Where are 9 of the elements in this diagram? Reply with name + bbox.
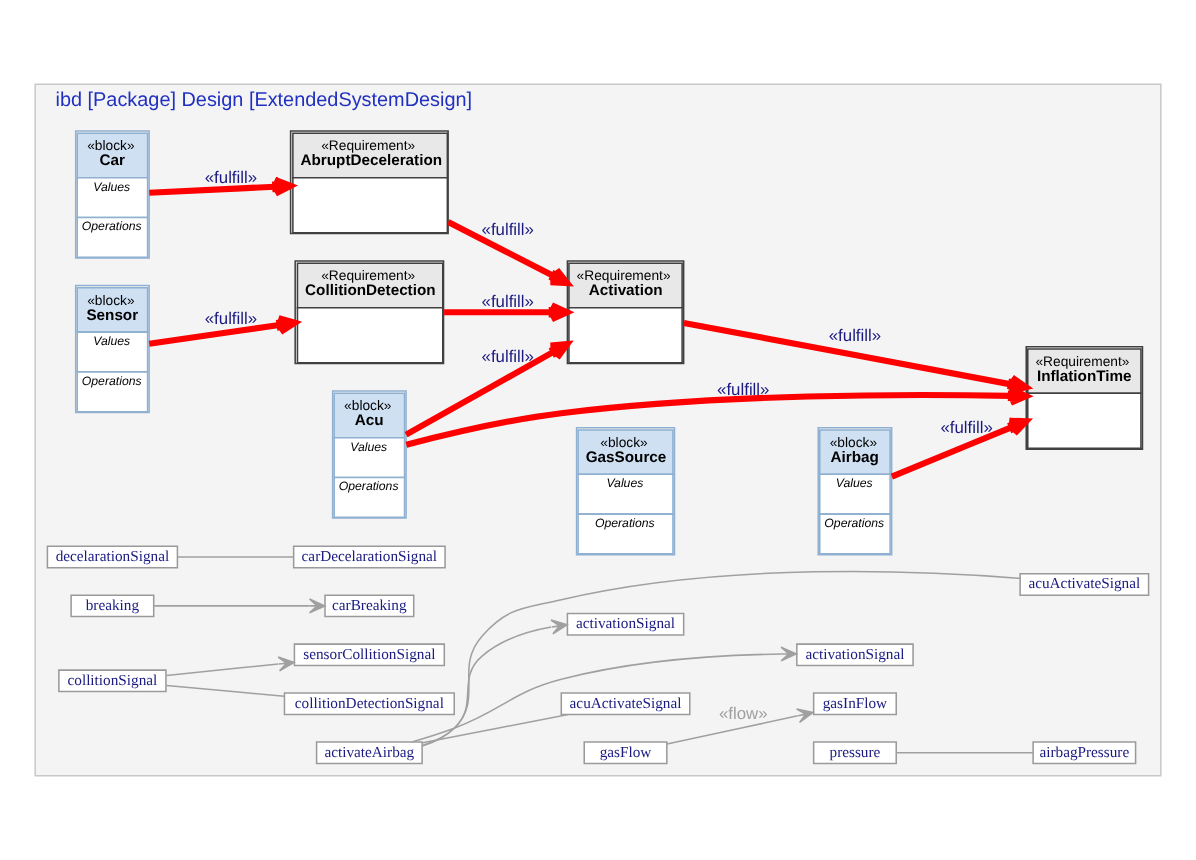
edge-label: «flow» [718,702,768,723]
edge-label: «fulfill» [481,346,534,367]
edge-label: «fulfill» [828,324,882,345]
edge-label: «fulfill» [204,308,258,329]
edge-label: «fulfill» [481,219,534,240]
edge-label: «fulfill» [717,378,770,399]
edge-label: «fulfill» [204,167,258,188]
edge-label: «fulfill» [481,291,534,312]
edge-label: «fulfill» [940,416,993,437]
